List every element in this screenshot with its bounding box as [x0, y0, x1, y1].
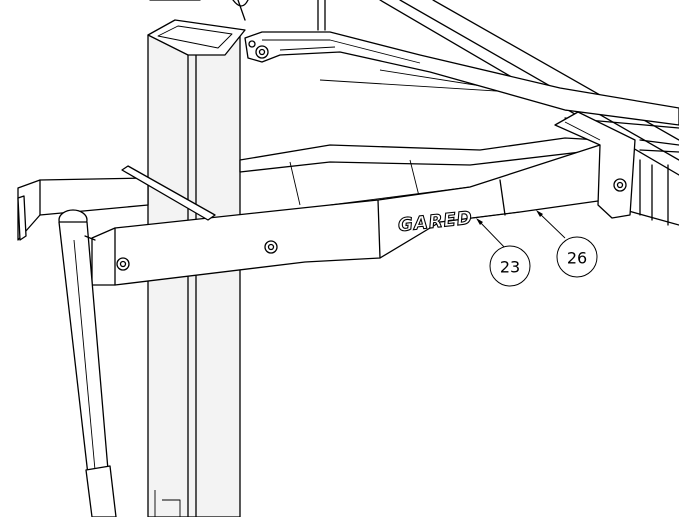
upper-brace-arm	[244, 31, 679, 126]
callout-26-label: 26	[567, 249, 587, 268]
handle-tube	[58, 209, 117, 517]
callout-23-arrowhead	[476, 218, 483, 225]
main-arm: GARED	[91, 137, 613, 286]
callout-26-leader	[537, 211, 566, 239]
callout-23: 23	[476, 218, 531, 287]
left-bar	[17, 177, 149, 241]
callout-23-leader	[477, 219, 509, 252]
callout-26-arrowhead	[536, 210, 543, 217]
pin-rod	[121, 165, 216, 221]
callout-26: 26	[536, 210, 598, 278]
callout-23-label: 23	[500, 258, 520, 277]
end-bracket	[554, 111, 636, 219]
callout-23-circle	[489, 245, 531, 287]
callout-26-circle	[556, 236, 598, 278]
